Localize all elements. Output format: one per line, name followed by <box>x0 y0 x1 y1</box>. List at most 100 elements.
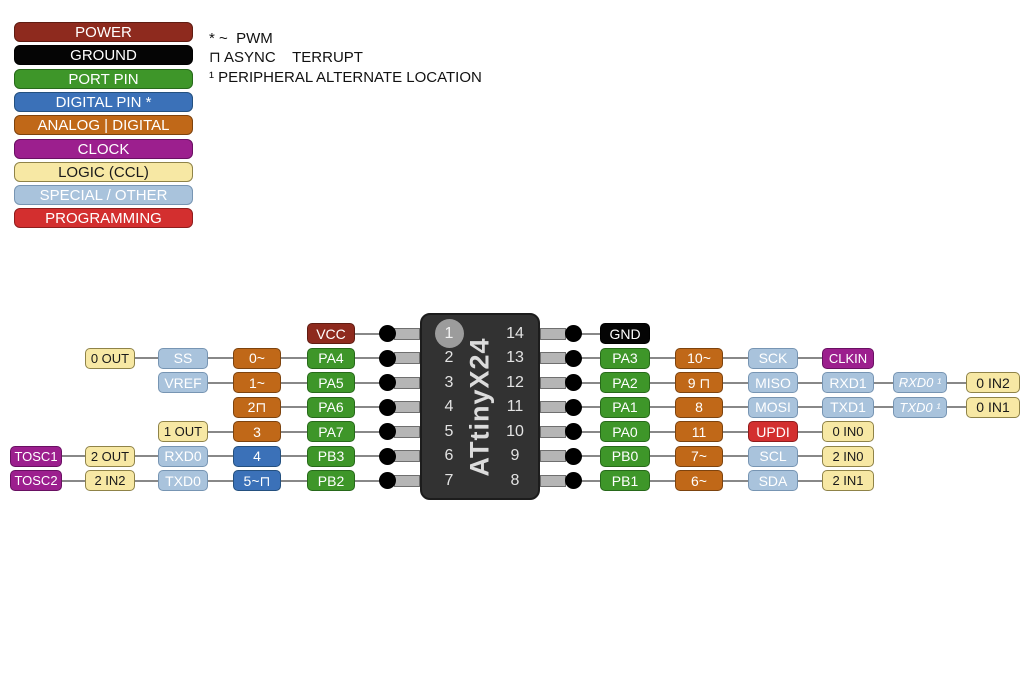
legend-item-port: PORT PIN <box>14 69 193 89</box>
pin-function-badge: 2 IN1 <box>822 470 874 491</box>
chip-leg <box>540 376 566 389</box>
solder-dot <box>564 374 582 391</box>
solder-dot <box>378 374 396 391</box>
pin-function-badge: SCL <box>748 445 798 467</box>
pin-function-badge: PA2 <box>600 372 650 393</box>
pin-number: 5 <box>444 422 454 440</box>
chip-leg <box>540 401 566 413</box>
chip-leg <box>394 352 420 364</box>
pin-function-badge: PA0 <box>600 421 650 442</box>
pin-number: 12 <box>506 373 524 391</box>
pin-function-badge: 2 IN2 <box>85 470 135 491</box>
legend-item-digital: DIGITAL PIN * <box>14 92 193 112</box>
pin-function-badge: 11 <box>675 421 723 442</box>
pin-number: 10 <box>506 422 524 440</box>
pin-function-badge: 2 IN0 <box>822 445 874 467</box>
pin-function-badge: PA1 <box>600 396 650 418</box>
pin-function-badge: 7~ <box>675 445 723 467</box>
legend-item-programming: PROGRAMMING <box>14 208 193 228</box>
pin-function-badge: PA6 <box>307 396 355 418</box>
solder-dot <box>378 447 396 465</box>
pin-number: 7 <box>444 471 454 489</box>
pin-function-badge: 1 OUT <box>158 421 208 442</box>
pin-function-badge: 2 OUT <box>85 445 135 467</box>
solder-dot <box>378 349 396 367</box>
note-pwm: * ~ PWM <box>209 30 273 47</box>
chip-leg <box>540 450 566 462</box>
legend-item-special: SPECIAL / OTHER <box>14 185 193 205</box>
chip-leg <box>394 376 420 389</box>
pin-function-badge: 3 <box>233 421 281 442</box>
pin-function-badge: RXD0 ¹ <box>893 372 947 393</box>
pin-number: 4 <box>444 398 454 415</box>
wire <box>331 332 387 335</box>
pin-function-badge: PA5 <box>307 372 355 393</box>
solder-dot <box>378 325 396 342</box>
pin-function-badge: 6~ <box>675 470 723 491</box>
solder-dot <box>378 398 396 416</box>
chip-leg <box>540 352 566 364</box>
pin-function-badge: TXD0 <box>158 470 208 491</box>
pin-number: 9 <box>510 447 520 464</box>
pin-function-badge: TOSC1 <box>10 445 62 467</box>
solder-dot <box>564 398 582 416</box>
pin-function-badge: PB2 <box>307 470 355 491</box>
wire <box>36 455 387 457</box>
chip-leg <box>394 474 420 487</box>
pin-number: 11 <box>506 398 524 415</box>
solder-dot <box>378 423 396 440</box>
legend-item-clock: CLOCK <box>14 139 193 159</box>
pin-function-badge: 0 IN2 <box>966 372 1020 393</box>
solder-dot <box>564 472 582 489</box>
legend-item-analog: ANALOG | DIGITAL <box>14 115 193 135</box>
pin-number: 1 <box>444 324 454 342</box>
chip-leg <box>540 327 566 340</box>
pin-function-badge: 2⊓ <box>233 396 281 418</box>
chip-leg <box>394 450 420 462</box>
solder-dot <box>564 349 582 367</box>
note-peripheral: ¹ PERIPHERAL ALTERNATE LOCATION <box>209 69 482 86</box>
pin-function-badge: PA7 <box>307 421 355 442</box>
pin-function-badge: 10~ <box>675 347 723 369</box>
solder-dot <box>378 472 396 489</box>
chip-leg <box>540 425 566 438</box>
legend-item-power: POWER <box>14 22 193 42</box>
pin-number: 2 <box>444 349 454 366</box>
pin-function-badge: GND <box>600 323 650 344</box>
pin-function-badge: 0 OUT <box>85 347 135 369</box>
pin-function-badge: 0~ <box>233 347 281 369</box>
pin-function-badge: PA3 <box>600 347 650 369</box>
pin-function-badge: SS <box>158 347 208 369</box>
pin-function-badge: MOSI <box>748 396 798 418</box>
solder-dot <box>564 325 582 342</box>
note-async: ⊓ ASYNC TERRUPT <box>209 49 363 66</box>
pin-function-badge: UPDI <box>748 421 798 442</box>
pin-function-badge: VCC <box>307 323 355 344</box>
pin-number: 3 <box>444 373 454 391</box>
solder-dot <box>564 447 582 465</box>
pin-function-badge: 0 IN1 <box>966 396 1020 418</box>
chip-leg <box>540 474 566 487</box>
pin-function-badge: PB1 <box>600 470 650 491</box>
pin-function-badge: SDA <box>748 470 798 491</box>
pin-number: 6 <box>444 447 454 464</box>
chip-leg <box>394 327 420 340</box>
pin-number: 14 <box>506 324 524 342</box>
pin-function-badge: 8 <box>675 396 723 418</box>
pin-function-badge: RXD1 <box>822 372 874 393</box>
pin-function-badge: SCK <box>748 347 798 369</box>
pin-function-badge: PB3 <box>307 445 355 467</box>
pin-function-badge: CLKIN <box>822 347 874 369</box>
pin-function-badge: PA4 <box>307 347 355 369</box>
pin-function-badge: 9 ⊓ <box>675 372 723 393</box>
solder-dot <box>564 423 582 440</box>
pin-function-badge: PB0 <box>600 445 650 467</box>
pin1-marker <box>434 319 464 348</box>
pin-function-badge: 4 <box>233 445 281 467</box>
pin-function-badge: VREF <box>158 372 208 393</box>
pin-number: 13 <box>506 349 524 366</box>
wire <box>183 381 387 384</box>
legend-item-logic: LOGIC (CCL) <box>14 162 193 182</box>
wire <box>36 479 387 482</box>
